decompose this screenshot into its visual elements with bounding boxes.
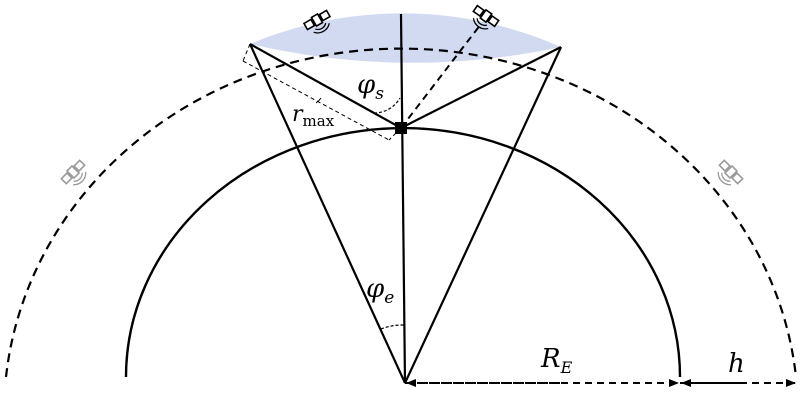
phi-s-label: φs [357,70,384,104]
center-to-right-edge-line [404,46,562,384]
altitude-label: h [728,349,745,379]
phi-e-label: φe [366,274,394,308]
phi-e-angle-arc [380,324,405,330]
terminal-to-left-edge-line [249,43,402,129]
center-to-zenith-line [399,13,407,384]
center-to-left-edge-line [248,43,407,384]
earth-radius-label: RE [540,344,573,377]
satellite-icon [59,158,93,192]
rmax-label: rmax [292,102,335,130]
ground-terminal-icon [395,122,407,134]
coverage-area [250,13,561,63]
satellite-icon [711,158,745,192]
rmax-extension-left [242,43,251,62]
rmax-label-tick [315,97,322,104]
phi-s-angle-arc [373,97,401,114]
terminal-to-right-edge-line [400,46,562,129]
terminal-to-satellite-dashed-line [400,23,482,129]
